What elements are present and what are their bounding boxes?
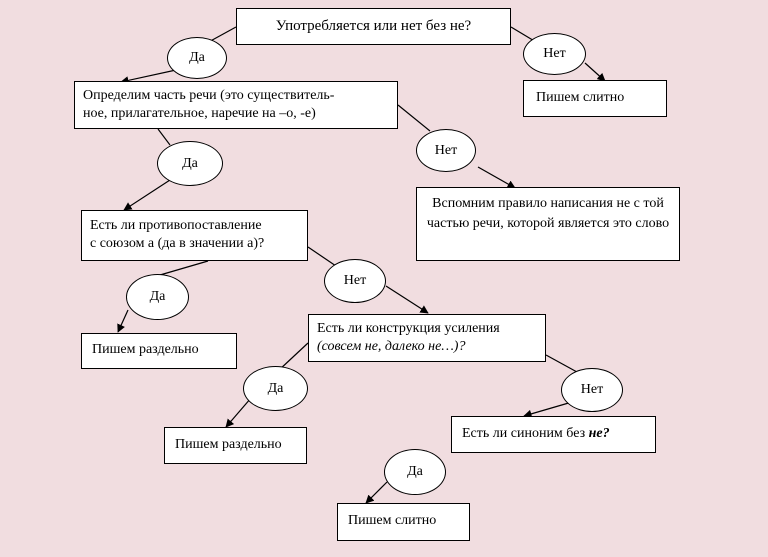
contrast-line2: с союзом а (да в значении а)? xyxy=(90,236,265,251)
no-oval-3: Нет xyxy=(324,259,386,303)
contrast-line1: Есть ли противопоставление xyxy=(90,218,262,233)
no-oval-1: Нет xyxy=(523,33,586,75)
part-of-speech-line1: Определим часть речи (это существитель- xyxy=(83,88,335,103)
no-oval-2: Нет xyxy=(416,129,476,172)
link-yes-together2 xyxy=(365,481,388,504)
intensifier-question-box: Есть ли конструкция усиления (совсем не,… xyxy=(308,314,546,362)
yes-oval-1: Да xyxy=(167,37,227,79)
part-of-speech-line2: ное, прилагательное, наречие на –о, -е) xyxy=(83,106,316,121)
link-no-intensifier xyxy=(385,285,429,314)
link-yes-pos xyxy=(120,69,177,85)
part-of-speech-box: Определим часть речи (это существитель- … xyxy=(74,81,398,129)
link-pos-yes xyxy=(157,128,171,146)
synonym-emphasis: не? xyxy=(588,426,610,441)
yes-oval-3: Да xyxy=(126,274,189,320)
link-yes-apart1 xyxy=(117,309,129,333)
recall-rule-box: Вспомним правило написания не с той част… xyxy=(416,187,680,261)
yes-oval-5: Да xyxy=(384,449,446,495)
link-no-together xyxy=(584,62,606,82)
write-together-box-1: Пишем слитно xyxy=(523,80,667,117)
link-yes-contrast xyxy=(123,179,171,211)
write-apart-box-2: Пишем раздельно xyxy=(164,427,307,464)
no-oval-4: Нет xyxy=(561,368,623,412)
intensifier-line1: Есть ли конструкция усиления xyxy=(317,321,500,336)
link-no-synonym xyxy=(523,401,573,418)
write-together-box-2: Пишем слитно xyxy=(337,503,470,541)
yes-oval-4: Да xyxy=(243,366,308,411)
link-no-rule xyxy=(477,166,516,189)
write-apart-box-1: Пишем раздельно xyxy=(81,333,237,369)
link-yes-apart2 xyxy=(225,397,252,428)
root-question: Употребляется или нет без не? xyxy=(236,8,511,45)
link-pos-no xyxy=(397,104,431,132)
link-contrast-no xyxy=(307,246,337,267)
synonym-question-box: Есть ли синоним без не? xyxy=(451,416,656,453)
yes-oval-2: Да xyxy=(157,141,223,186)
link-contrast-yes xyxy=(159,260,209,276)
contrast-question-box: Есть ли противопоставление с союзом а (д… xyxy=(81,210,308,261)
intensifier-line2: (совсем не, далеко не…)? xyxy=(317,339,466,354)
synonym-text: Есть ли синоним без xyxy=(462,426,586,441)
link-intensifier-no xyxy=(545,354,578,373)
